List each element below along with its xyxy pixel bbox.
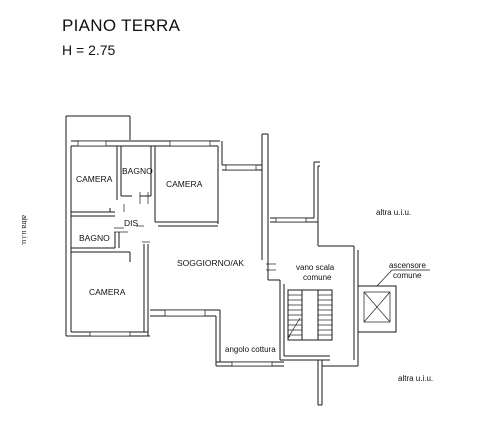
label-camera-top: CAMERA <box>76 174 113 184</box>
label-soggiorno: SOGGIORNO/AK <box>177 258 244 268</box>
label-vano-scala-1: vano scala <box>296 263 335 272</box>
label-altra-uiu-bottom: altra u.i.u. <box>398 374 433 383</box>
label-camera-bottom: CAMERA <box>89 287 126 297</box>
label-altra-uiu-left: altra u.i.u. <box>20 215 27 246</box>
label-vano-scala-2: comune <box>303 273 332 282</box>
label-angolo-cottura: angolo cottura <box>225 345 276 354</box>
label-bagno-left: BAGNO <box>79 233 110 243</box>
label-dis: DIS <box>124 218 139 228</box>
label-ascensore-1: ascensore <box>389 261 426 270</box>
label-camera-mid: CAMERA <box>166 179 203 189</box>
label-bagno-top: BAGNO <box>122 166 153 176</box>
interior-walls <box>71 146 218 332</box>
elevator <box>357 269 430 333</box>
ceiling-height-label: H = 2.75 <box>62 42 116 58</box>
outer-walls <box>65 115 284 367</box>
label-ascensore-2: comune <box>393 271 422 280</box>
stair-area <box>266 161 359 406</box>
page-title: PIANO TERRA <box>62 16 181 35</box>
label-altra-uiu-top: altra u.i.u. <box>376 208 411 217</box>
